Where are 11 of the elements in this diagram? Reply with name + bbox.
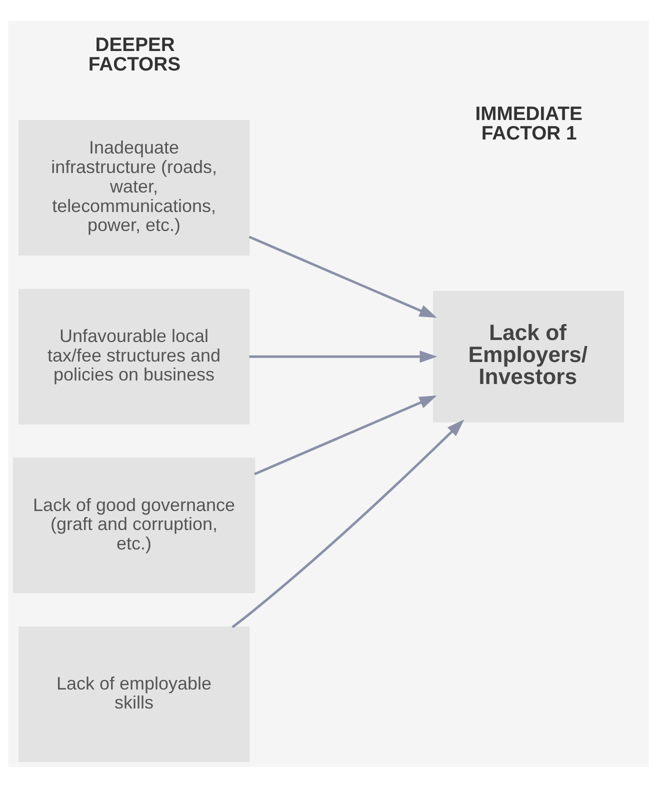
node-box: Inadequate infrastructure (roads, water, telecommunications, power, etc.)	[18, 119, 250, 256]
arrow	[249, 350, 438, 362]
arrow	[254, 395, 437, 475]
node-box: Lack of employable skills	[18, 626, 250, 762]
node-box: Lack of good governance (graft and corruption, etc.)	[12, 457, 256, 593]
arrow	[248, 235, 437, 318]
node-box: Unfavourable local tax/fee structures and policies on business	[18, 288, 250, 424]
arrow	[232, 419, 464, 628]
label: IMMEDIATE FACTOR 1	[475, 102, 582, 144]
node-box: Lack of Employers/ Investors	[433, 290, 624, 422]
label: DEEPER FACTORS	[88, 34, 181, 75]
